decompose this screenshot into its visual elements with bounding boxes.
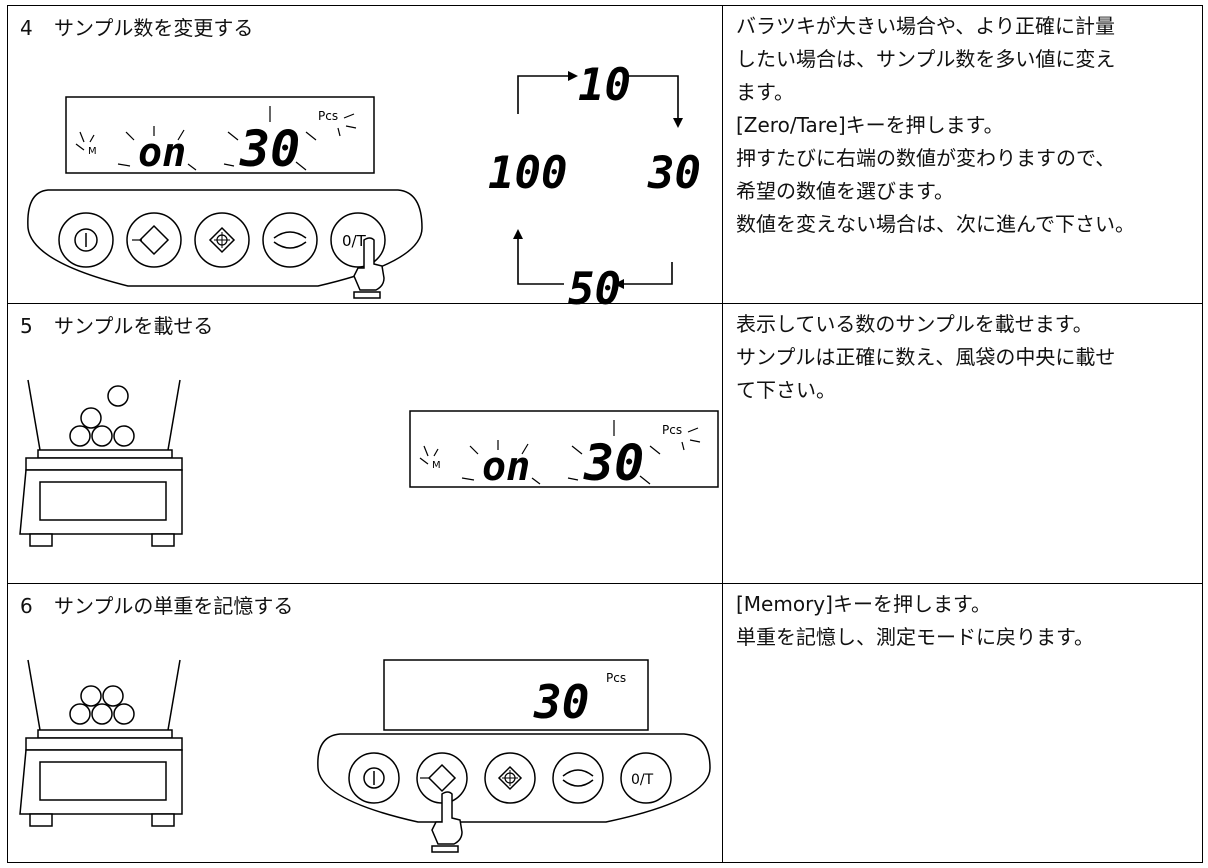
key-panel: 0/T bbox=[317, 733, 711, 823]
cycle-value-10: 10 bbox=[578, 60, 631, 111]
scale-with-samples bbox=[19, 379, 183, 547]
display-count: 30 bbox=[239, 120, 300, 178]
pointing-hand-icon bbox=[431, 791, 463, 853]
step-6-description-cell: [Memory]キーを押します。 単重を記憶し、測定モードに戻ります。 bbox=[726, 584, 1200, 862]
memory-mark: M bbox=[88, 146, 97, 157]
zero-tare-key[interactable]: 0/T bbox=[620, 752, 672, 804]
step-5-description: 表示している数のサンプルを載せます。 サンプルは正確に数え、風袋の中央に載せ て… bbox=[736, 312, 1116, 402]
unit-label: Pcs bbox=[606, 671, 626, 685]
unit-label: Pcs bbox=[318, 109, 338, 123]
display-count: 30 bbox=[533, 675, 589, 729]
memory-key[interactable] bbox=[126, 212, 182, 268]
display-mode: on bbox=[482, 444, 530, 490]
cycle-value-30: 30 bbox=[647, 148, 701, 199]
display-mode: on bbox=[138, 130, 186, 176]
unit-label: Pcs bbox=[662, 423, 682, 437]
svg-text:0/T: 0/T bbox=[631, 772, 654, 788]
mode-key[interactable] bbox=[262, 212, 318, 268]
sample-key[interactable] bbox=[484, 752, 536, 804]
sample-key[interactable] bbox=[194, 212, 250, 268]
memory-key[interactable] bbox=[416, 752, 468, 804]
power-key[interactable] bbox=[348, 752, 400, 804]
memory-mark: M bbox=[432, 460, 441, 471]
step-6-description: [Memory]キーを押します。 単重を記憶し、測定モードに戻ります。 bbox=[736, 592, 1094, 649]
step-5-description-cell: 表示している数のサンプルを載せます。 サンプルは正確に数え、風袋の中央に載せ て… bbox=[726, 304, 1200, 583]
display-count: 30 bbox=[583, 434, 644, 492]
step-4-description: バラツキが大きい場合や、より正確に計量 したい場合は、サンプル数を多い値に変え … bbox=[736, 14, 1135, 236]
row-divider bbox=[8, 303, 1202, 304]
column-divider bbox=[722, 6, 723, 862]
lcd-display: M on 30 Pcs bbox=[65, 96, 375, 178]
step-4-description-cell: バラツキが大きい場合や、より正確に計量 したい場合は、サンプル数を多い値に変え … bbox=[726, 6, 1200, 303]
key-panel: 0/T bbox=[27, 189, 423, 287]
scale-with-samples bbox=[19, 659, 183, 827]
svg-text:0/T: 0/T bbox=[342, 232, 367, 250]
sample-count-cycle: 10 30 50 100 bbox=[488, 60, 701, 315]
power-key[interactable] bbox=[58, 212, 114, 268]
lcd-display: M on 30 Pcs bbox=[409, 410, 719, 492]
pointing-hand-icon bbox=[353, 237, 385, 299]
row-divider bbox=[8, 583, 1202, 584]
cycle-value-100: 100 bbox=[488, 148, 567, 199]
cycle-value-50: 50 bbox=[568, 264, 621, 315]
mode-key[interactable] bbox=[552, 752, 604, 804]
lcd-display: 30 Pcs bbox=[383, 659, 649, 731]
